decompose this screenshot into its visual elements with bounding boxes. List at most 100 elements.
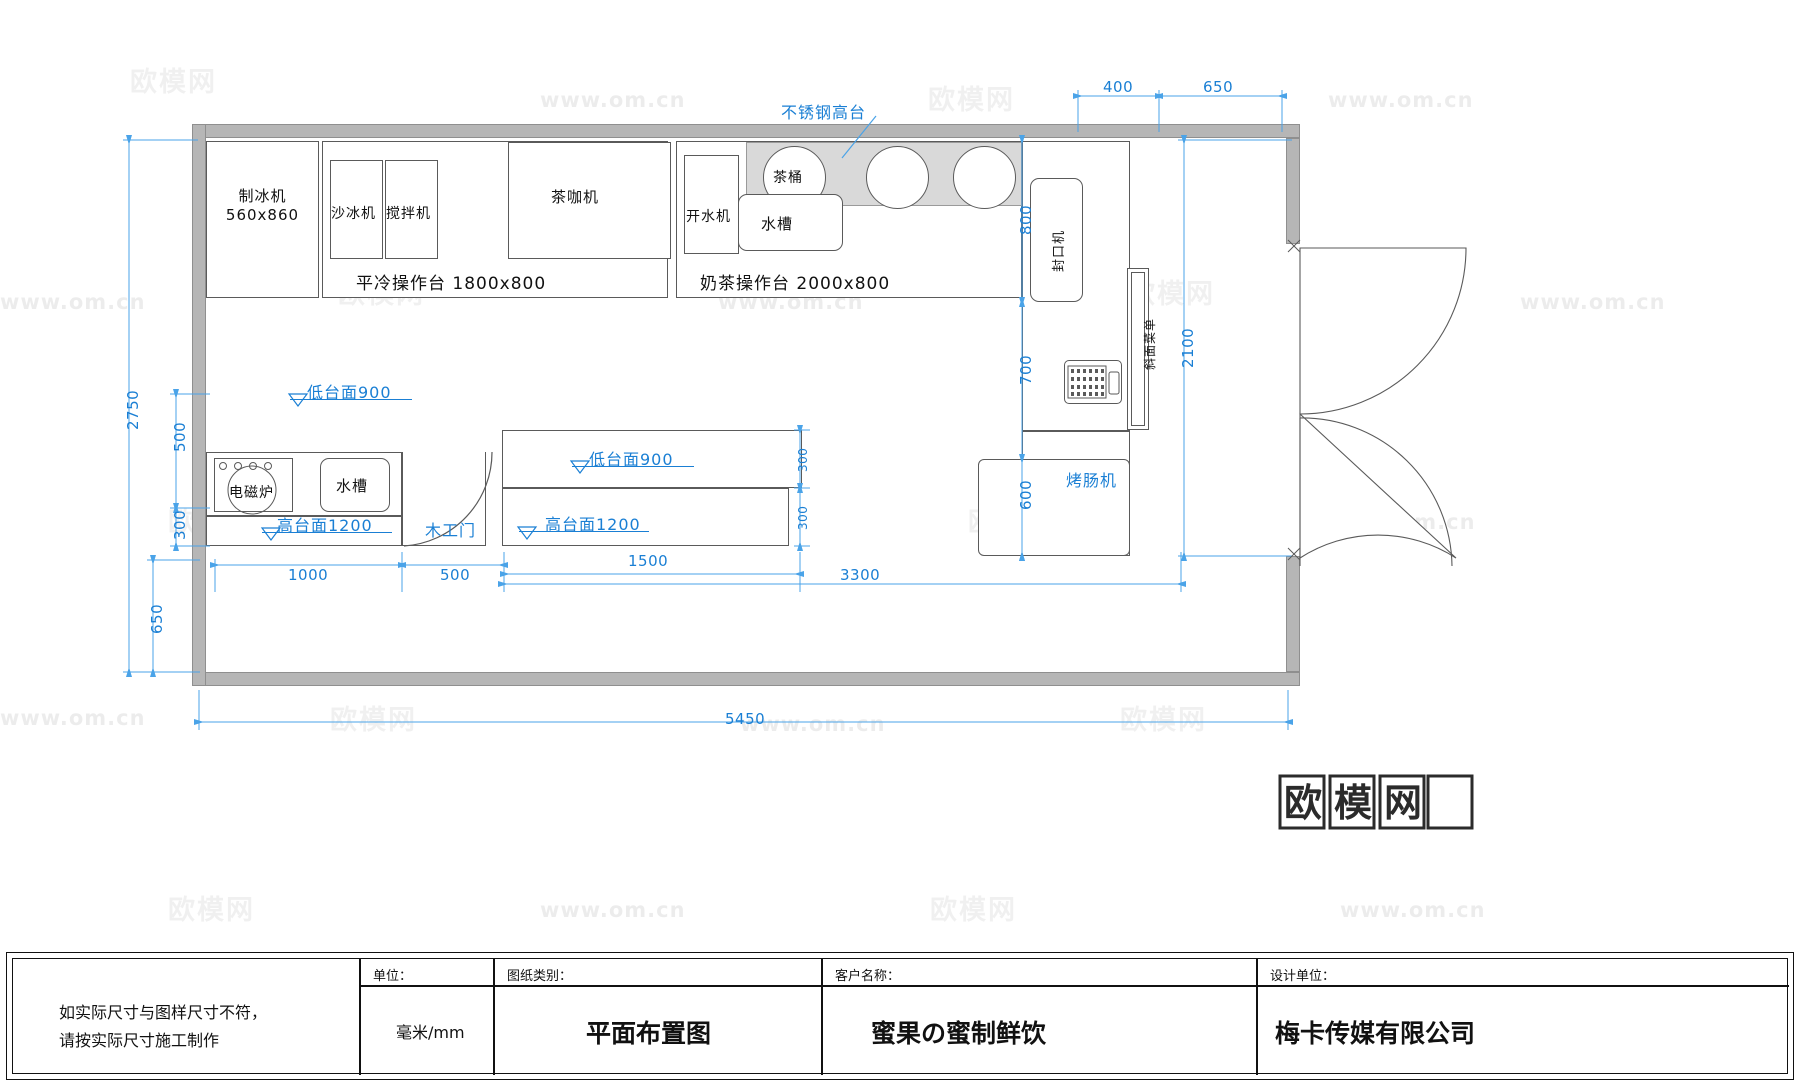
underline-low-counter-900-center (572, 466, 694, 467)
dimension-bottom-500: 500 (440, 566, 471, 584)
dimension-bottom-1500: 1500 (628, 552, 669, 570)
dimension-right-600: 600 (1017, 479, 1035, 510)
svg-text:网: 网 (1384, 781, 1422, 825)
watermark: 欧模网 (1120, 705, 1207, 736)
label-flat-cold-bench: 平冷操作台 1800x800 (356, 274, 547, 294)
tb-divider-4 (1256, 959, 1258, 1075)
underline-low-counter-900-left (290, 399, 412, 400)
dimension-bottom-3300: 3300 (840, 566, 881, 584)
label-blender: 搅拌机 (386, 206, 431, 222)
watermark-url: www.om.cn (1520, 290, 1666, 314)
watermark: 欧模网 (130, 67, 217, 98)
label-milk-tea-bench: 奶茶操作台 2000x800 (700, 274, 891, 294)
equipment-ice-machine[interactable] (206, 141, 319, 298)
watermark: 欧模网 (330, 705, 417, 736)
dimension-mid-300-a: 300 (796, 447, 810, 472)
watermark-url: www.om.cn (540, 898, 686, 922)
watermark: 欧模网 (928, 85, 1015, 116)
tb-divider-3 (821, 959, 823, 1075)
dimension-bottom-1000: 1000 (288, 566, 329, 584)
watermark-url: www.om.cn (0, 706, 146, 730)
watermark-url: www.om.cn (540, 88, 686, 112)
tb-construction-note: 如实际尺寸与图样尺寸不符， 请按实际尺寸施工制作 (59, 999, 267, 1055)
barrel-2[interactable] (866, 146, 929, 209)
tb-design-company: 梅卡传媒有限公司 (1275, 1019, 1476, 1048)
label-high-counter-1200-center: 高台面1200 (545, 515, 641, 534)
label-tea-barrel: 茶桶 (773, 170, 803, 186)
counter-center-low[interactable] (502, 430, 802, 488)
tb-drawing-type-label: 图纸类别： (507, 969, 573, 984)
dimension-top-400: 400 (1103, 78, 1134, 96)
dimension-right-700: 700 (1017, 354, 1035, 385)
label-sausage-grill: 烤肠机 (1066, 471, 1118, 490)
label-wood-door: 木工门 (425, 521, 477, 540)
tb-designer-label: 设计单位： (1270, 969, 1336, 984)
counter-lower-left-high[interactable] (206, 516, 402, 546)
equipment-sink-lower[interactable] (320, 458, 390, 512)
svg-text:欧: 欧 (1284, 781, 1322, 825)
wall-top (192, 124, 1300, 138)
door-jamb-upper (1286, 138, 1300, 244)
label-high-counter-1200-left: 高台面1200 (277, 516, 373, 535)
equipment-water-boiler[interactable] (684, 155, 739, 254)
label-stainless-high-bench: 不锈钢高台 (781, 103, 867, 122)
wall-bottom (192, 672, 1300, 686)
label-sealing-machine: 封口机 (1052, 229, 1067, 272)
dimension-left-2750: 2750 (124, 389, 142, 430)
tb-note-line1: 如实际尺寸与图样尺寸不符， (59, 1003, 268, 1022)
ice-machine-size: 560x860 (225, 206, 300, 224)
dimension-right-2100: 2100 (1179, 327, 1197, 368)
tb-header-rule (359, 985, 1789, 987)
equipment-tea-coffee-machine[interactable] (508, 142, 671, 259)
dimension-top-650: 650 (1203, 78, 1234, 96)
dimension-right-800: 800 (1017, 204, 1035, 235)
watermark: 欧模网 (930, 895, 1017, 926)
label-ice-machine: 制冰机 560x860 (206, 187, 319, 225)
tb-note-line2: 请按实际尺寸施工制作 (59, 1031, 220, 1050)
watermark-url: www.om.cn (1328, 88, 1474, 112)
equipment-sealing-machine[interactable] (1030, 178, 1083, 302)
title-block-outer-border (6, 952, 1794, 1080)
barrel-3[interactable] (953, 146, 1016, 209)
equipment-pos-terminal[interactable] (1064, 360, 1122, 404)
tb-units-value: 毫米/mm (396, 1023, 465, 1042)
watermark: 欧模网 (168, 895, 255, 926)
svg-text:模: 模 (1334, 781, 1372, 825)
wall-left (192, 124, 206, 686)
equipment-slush-machine[interactable] (330, 160, 383, 259)
dimension-left-650: 650 (148, 603, 166, 634)
ice-machine-name: 制冰机 (238, 187, 287, 205)
label-sink-upper: 水槽 (761, 215, 794, 233)
tb-divider-2 (493, 959, 495, 1075)
tb-client-name: 蜜果の蜜制鲜饮 (871, 1019, 1047, 1048)
label-slush-machine: 沙冰机 (331, 206, 376, 222)
underline-high-counter-1200-left (262, 532, 392, 533)
underline-high-counter-1200-center (519, 531, 649, 532)
dimension-overall-5450: 5450 (725, 710, 766, 728)
slope-menu-inner (1131, 272, 1145, 426)
equipment-sink-upper[interactable] (738, 194, 843, 251)
title-block: 单位： 图纸类别： 客户名称： 设计单位： 如实际尺寸与图样尺寸不符， 请按实际… (12, 958, 1789, 1075)
label-tea-coffee-machine: 茶咖机 (551, 188, 600, 206)
dimension-left-500: 500 (171, 421, 189, 452)
tb-drawing-title: 平面布置图 (586, 1019, 712, 1048)
equipment-sausage-grill[interactable] (978, 459, 1130, 556)
tb-client-label: 客户名称： (835, 969, 901, 984)
watermark-url: www.om.cn (1330, 510, 1476, 534)
label-low-counter-900-left: 低台面900 (307, 383, 392, 402)
label-slope-menu: 斜面菜单 (1143, 317, 1157, 370)
equipment-blender[interactable] (385, 160, 438, 259)
label-low-counter-900-center: 低台面900 (589, 450, 674, 469)
label-induction-cooker: 电磁炉 (229, 485, 274, 501)
watermark-url: www.om.cn (1340, 898, 1486, 922)
dimension-left-300: 300 (171, 509, 189, 540)
tb-unit-label: 单位： (373, 969, 413, 984)
counter-center-high[interactable] (502, 488, 789, 546)
label-sink-lower: 水槽 (336, 477, 369, 495)
watermark-url: www.om.cn (0, 290, 146, 314)
tb-divider-1 (359, 959, 361, 1075)
site-logo: 欧 模 网 (1278, 772, 1474, 832)
dimension-mid-300-b: 300 (796, 505, 810, 530)
door-jamb-lower (1286, 556, 1300, 672)
